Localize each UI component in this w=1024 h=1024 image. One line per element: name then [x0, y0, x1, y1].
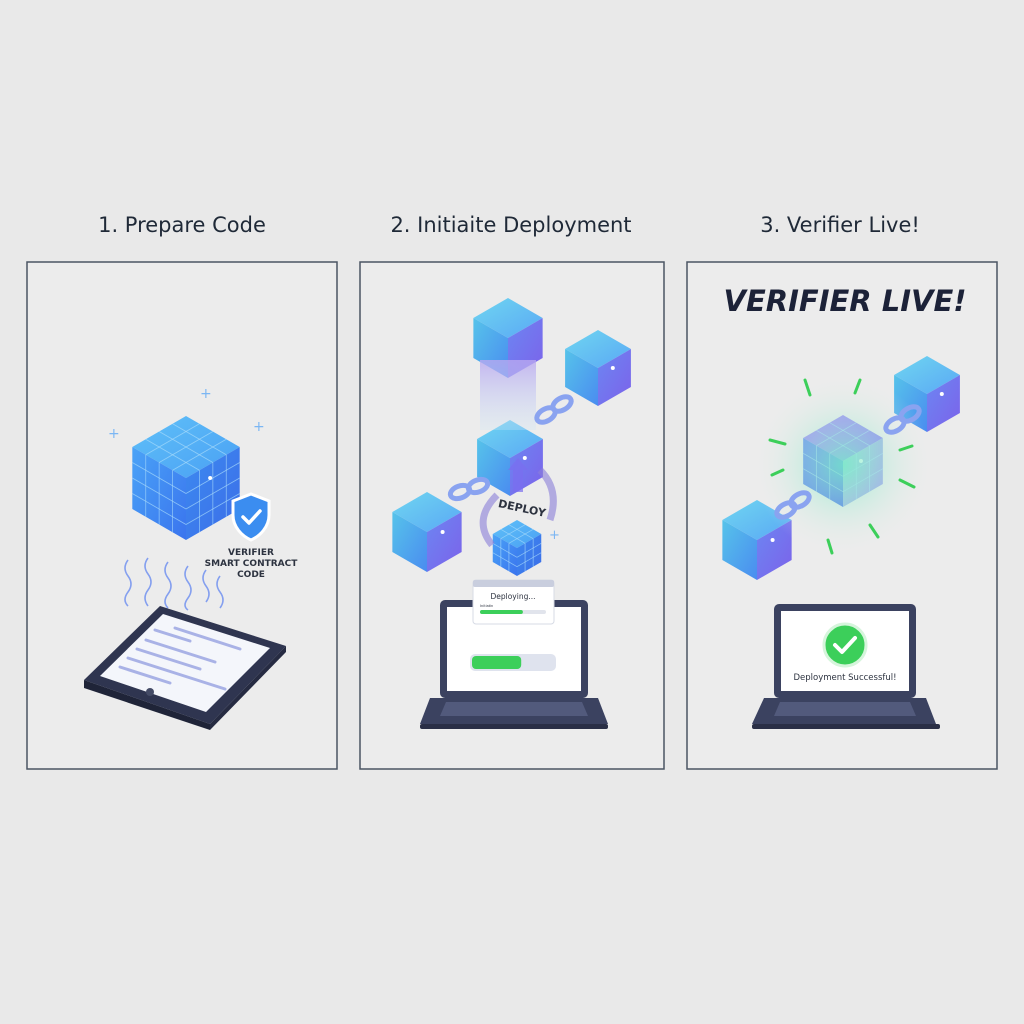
laptop-progress-bar — [470, 654, 556, 671]
verifier-live-headline: VERIFIER LIVE! — [724, 284, 967, 318]
deploy-beam — [480, 360, 536, 430]
cube-icon — [392, 492, 462, 572]
badge-line-1: VERIFIER — [228, 548, 274, 558]
step-1-title: 1. Prepare Code — [98, 213, 266, 237]
deploying-text: Deploying... — [490, 592, 535, 601]
chain-link-icon — [774, 404, 922, 520]
chain-link-icon — [447, 394, 574, 502]
success-glow — [753, 375, 933, 555]
svg-text:+: + — [108, 426, 120, 442]
badge-line-2: SMART CONTRACT — [205, 559, 299, 569]
deploy-progress-bar — [480, 610, 523, 614]
svg-text:+: + — [253, 419, 265, 435]
deploying-subtext: Initiatin — [480, 604, 493, 608]
sparkle-icon: + — [549, 528, 560, 543]
step-2-title: 2. Initiaite Deployment — [390, 213, 631, 237]
deployment-status: Deployment Successful! — [793, 673, 896, 683]
cube-icon — [492, 520, 542, 576]
badge-line-3: CODE — [237, 570, 265, 580]
checkmark-circle-icon — [822, 622, 868, 668]
svg-text:+: + — [200, 386, 212, 402]
burst-lines — [768, 378, 916, 555]
tablet-icon — [84, 606, 286, 730]
deploying-dialog: Deploying... Initiatin — [472, 579, 555, 625]
shield-check-icon — [231, 492, 271, 542]
code-waves-icon — [124, 557, 224, 611]
deploy-arrow-icon — [479, 458, 557, 548]
cube-icon — [132, 416, 240, 540]
sparkle-icon: + + + — [108, 386, 265, 442]
laptop-icon — [752, 604, 940, 729]
step-3-title: 3. Verifier Live! — [760, 213, 920, 237]
cube-icon — [565, 330, 631, 406]
